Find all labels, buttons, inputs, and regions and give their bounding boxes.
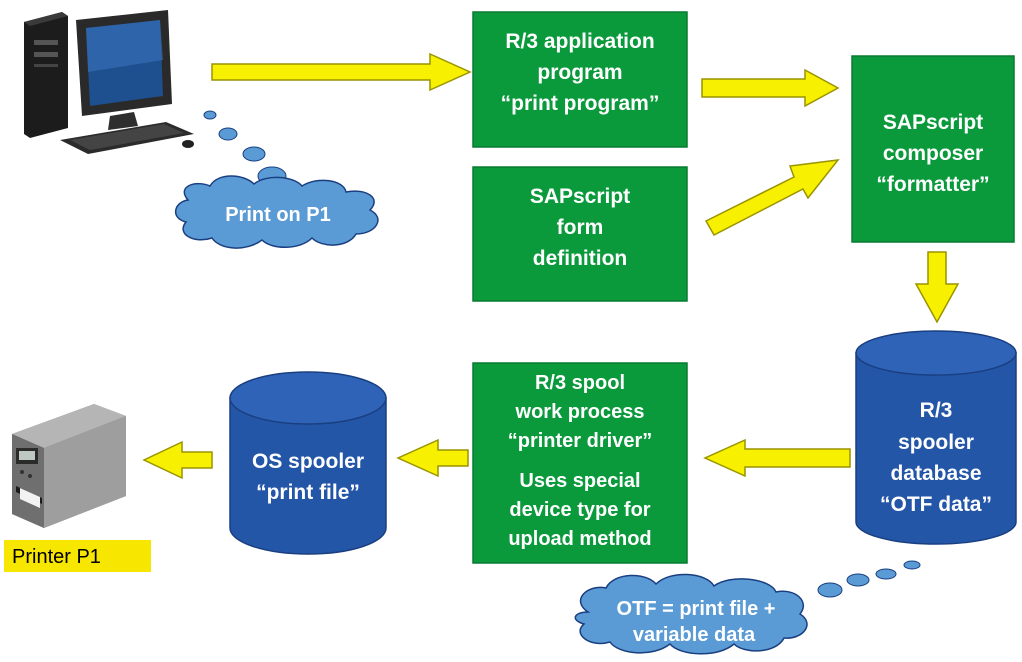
label-printer-icon: [12, 404, 126, 528]
work-process-line-1: R/3 spool: [535, 372, 625, 394]
otf-note-line-2: variable data: [633, 624, 756, 646]
arrow-work-process-to-os-spooler: [396, 438, 469, 478]
os-spooler-line-1: OS spooler: [252, 450, 364, 473]
form-definition-box: SAPscript form definition: [472, 166, 688, 302]
form-definition-line-1: SAPscript: [530, 185, 630, 208]
print-on-p1-cloud: Print on P1: [175, 110, 379, 249]
arrow-composer-to-spooler-database: [914, 251, 960, 324]
spooler-database-line-3: database: [890, 462, 981, 485]
spooler-database-cylinder: R/3 spooler database “OTF data”: [855, 330, 1017, 545]
work-process-line-2: work process: [515, 401, 645, 423]
composer-line-3: “formatter”: [876, 173, 989, 196]
desktop-computer-icon: [24, 10, 194, 154]
spool-work-process-box: R/3 spool work process “printer driver” …: [472, 362, 688, 564]
work-process-line-5: device type for: [509, 499, 650, 521]
print-program-line-1: R/3 application: [505, 30, 654, 53]
arrow-os-spooler-to-printer: [142, 440, 213, 480]
arrow-form-definition-to-composer: [704, 159, 840, 236]
arrow-computer-to-print-program: [211, 52, 472, 92]
work-process-line-3: “printer driver”: [508, 430, 652, 452]
printer-label-text: Printer P1: [12, 546, 101, 568]
composer-box: SAPscript composer “formatter”: [851, 55, 1015, 243]
os-spooler-cylinder: OS spooler “print file”: [229, 371, 387, 555]
os-spooler-line-2: “print file”: [256, 481, 360, 504]
spooler-database-line-4: “OTF data”: [880, 493, 992, 516]
form-definition-line-2: form: [557, 216, 604, 239]
spooler-database-line-2: spooler: [898, 431, 974, 454]
print-program-box: R/3 application program “print program”: [472, 11, 688, 148]
print-program-line-2: program: [537, 61, 622, 84]
spooler-database-line-1: R/3: [920, 399, 953, 422]
composer-line-2: composer: [883, 142, 983, 165]
print-program-line-3: “print program”: [501, 92, 660, 115]
otf-note-cloud: OTF = print file + variable data: [574, 560, 921, 655]
arrow-print-program-to-composer: [701, 68, 840, 108]
work-process-line-4: Uses special: [519, 470, 640, 492]
otf-note-line-1: OTF = print file +: [617, 598, 776, 620]
arrow-spooler-database-to-work-process: [703, 438, 851, 478]
composer-line-1: SAPscript: [883, 111, 983, 134]
print-on-p1-text: Print on P1: [225, 204, 331, 226]
work-process-line-6: upload method: [508, 528, 651, 550]
printer-label: Printer P1: [4, 540, 151, 572]
form-definition-line-3: definition: [533, 247, 627, 270]
